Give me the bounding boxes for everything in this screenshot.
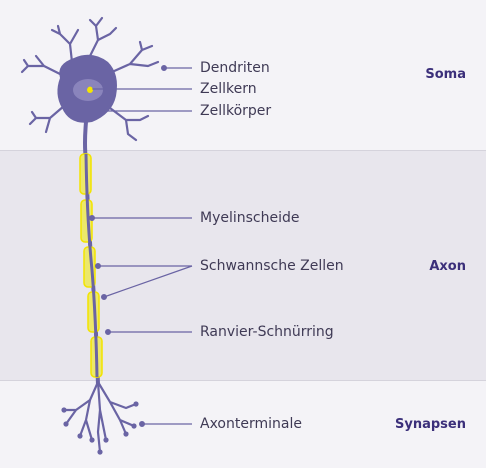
label-terminals: Axonterminale — [200, 416, 302, 432]
axon-terminals — [62, 380, 138, 454]
dendrites — [20, 16, 160, 142]
label-dendrites: Dendriten — [200, 60, 270, 76]
label-cell-body: Zellkörper — [200, 103, 272, 119]
section-synapses: Synapsen — [395, 417, 466, 432]
section-soma: Soma — [425, 67, 466, 82]
synapse-region — [0, 381, 486, 468]
label-nucleus: Zellkern — [200, 81, 257, 97]
label-ranvier: Ranvier-Schnürring — [200, 324, 334, 340]
leader-lines — [76, 64, 193, 428]
terminal-knobs — [61, 401, 139, 455]
label-schwann: Schwannsche Zellen — [200, 258, 344, 274]
label-myelin: Myelinscheide — [200, 210, 300, 226]
section-axon: Axon — [429, 259, 466, 274]
